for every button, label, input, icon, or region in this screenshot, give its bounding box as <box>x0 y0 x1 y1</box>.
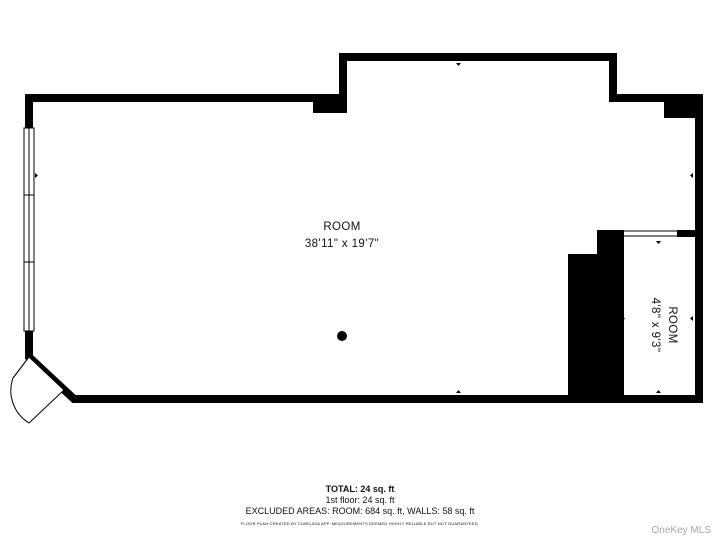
dimension-markers <box>35 63 693 393</box>
entry-door <box>10 356 65 424</box>
watermark: OneKey MLS <box>651 525 711 536</box>
small-room-label: ROOM 4'8" x 9'3" <box>646 285 680 365</box>
total-area: TOTAL: 24 sq. ft <box>325 484 395 494</box>
partition-wall-upper-ext <box>612 230 624 403</box>
floor-area: 1st floor: 24 sq. ft <box>325 495 395 505</box>
partition-wall <box>568 254 616 403</box>
disclaimer: FLOOR PLAN CREATED BY CUBICASA APP. MEAS… <box>240 521 480 526</box>
interior-wall-segment <box>677 230 703 237</box>
column-top-right <box>664 94 703 118</box>
main-room-name: ROOM <box>323 221 361 233</box>
main-room-dimensions: 38'11" x 19'7" <box>304 238 380 250</box>
column-top-left <box>313 94 347 113</box>
main-room-label: ROOM 38'11" x 19'7" <box>272 219 412 253</box>
small-room-dimensions: 4'8" x 9'3" <box>649 297 661 353</box>
position-dot <box>337 331 347 341</box>
excluded-areas: EXCLUDED AREAS: ROOM: 684 sq. ft, WALLS:… <box>245 506 475 516</box>
small-room-name: ROOM <box>666 306 678 344</box>
doorway <box>624 231 677 236</box>
